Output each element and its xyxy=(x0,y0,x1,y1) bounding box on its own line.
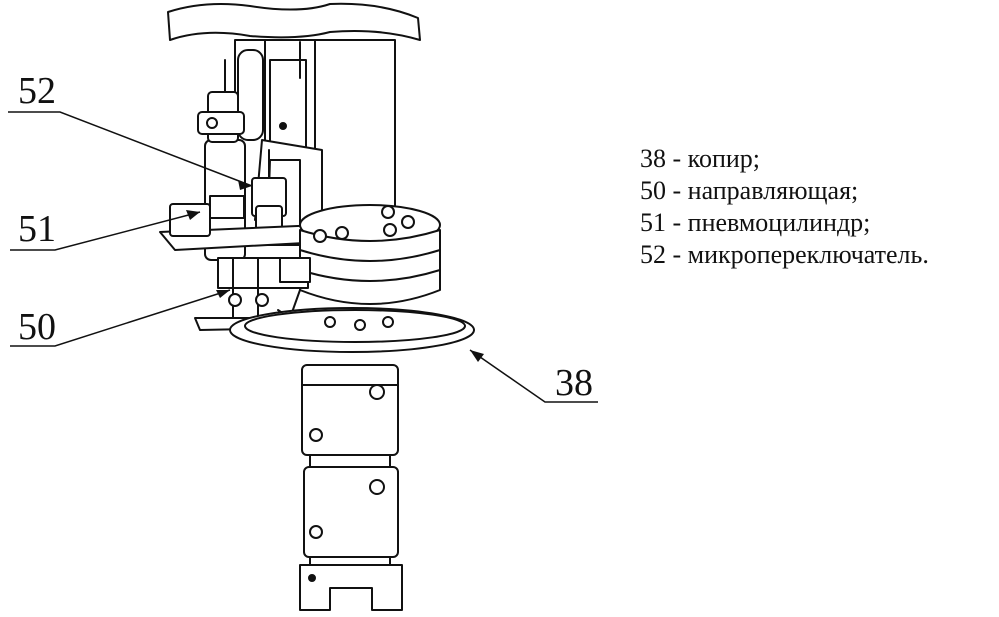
callout-52: 52 xyxy=(18,70,56,112)
leader-52 xyxy=(8,111,253,187)
arrow-50 xyxy=(216,290,230,298)
legend-item-51: 51 - пневмоцилиндр; xyxy=(640,208,871,237)
legend-item-38: 38 - копир; xyxy=(640,144,761,173)
callout-38: 38 xyxy=(555,362,593,404)
leader-51 xyxy=(10,211,201,251)
legend-item-52: 52 - микропереключатель. xyxy=(640,240,929,269)
callout-50: 50 xyxy=(18,306,56,348)
arrow-38 xyxy=(470,350,484,362)
legend: 38 - копир; 50 - направляющая; 51 - пнев… xyxy=(640,143,929,271)
arrow-52 xyxy=(238,180,252,190)
leader-50 xyxy=(10,289,231,347)
arrow-51 xyxy=(186,210,200,220)
flange-body xyxy=(299,229,441,305)
lower-sleeve-lower xyxy=(303,466,399,558)
legend-item-50: 50 - направляющая; xyxy=(640,176,859,205)
callout-51: 51 xyxy=(18,208,56,250)
end-claw xyxy=(299,564,403,611)
leader-38 xyxy=(469,349,598,403)
top-plate xyxy=(167,2,421,41)
